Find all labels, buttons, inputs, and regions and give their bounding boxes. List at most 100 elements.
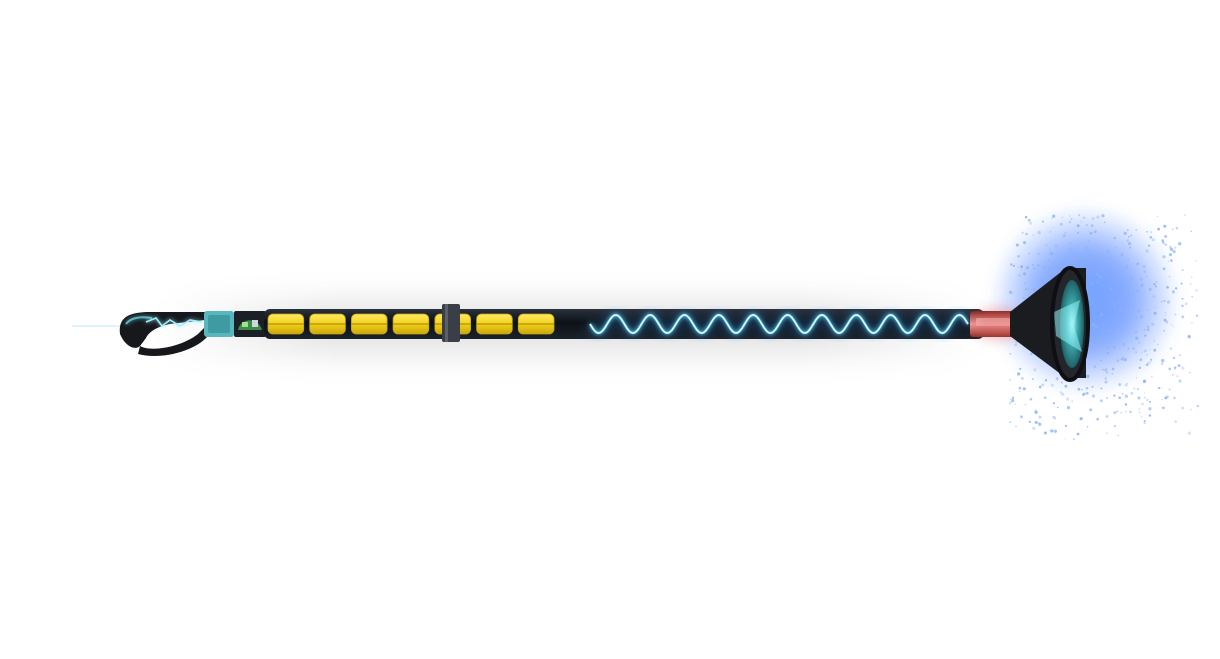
particle — [1050, 429, 1054, 433]
particle — [1129, 312, 1132, 314]
particle — [1031, 378, 1034, 381]
particle — [1059, 264, 1062, 266]
particle — [1164, 314, 1166, 317]
particle — [1054, 418, 1057, 420]
particle — [1015, 425, 1017, 428]
particle — [1041, 383, 1045, 387]
particle — [1150, 358, 1153, 361]
particle — [1064, 424, 1068, 428]
particle — [1168, 275, 1171, 278]
particle — [1030, 352, 1033, 356]
particle — [1070, 218, 1073, 220]
particle — [1142, 265, 1146, 268]
particle — [1018, 386, 1022, 390]
particle — [1172, 325, 1175, 328]
particle — [1022, 387, 1026, 391]
particle — [1144, 334, 1147, 337]
particle — [1120, 411, 1122, 414]
particle — [1094, 325, 1098, 329]
particle — [1059, 391, 1062, 394]
particle — [1164, 236, 1166, 238]
particle — [1140, 277, 1143, 281]
particle — [1085, 224, 1088, 227]
particle — [1047, 259, 1050, 263]
particle — [1041, 267, 1044, 270]
particle — [1191, 276, 1193, 278]
particle — [1069, 241, 1072, 245]
particle — [1129, 410, 1132, 414]
particle — [1148, 407, 1152, 411]
particle — [1050, 274, 1053, 277]
particle — [1161, 398, 1163, 401]
particle — [1109, 257, 1113, 261]
particle — [1116, 359, 1120, 363]
particle — [1015, 340, 1018, 344]
particle — [1093, 365, 1096, 368]
particle — [1017, 255, 1020, 258]
particle — [1021, 377, 1024, 380]
particle — [1046, 275, 1050, 279]
particle — [1105, 415, 1109, 418]
particle — [1181, 366, 1185, 370]
particle — [1012, 292, 1014, 294]
particle — [1165, 320, 1169, 324]
particle — [1010, 398, 1012, 401]
particle — [1049, 248, 1052, 251]
particle — [1106, 346, 1109, 350]
particle — [1021, 231, 1024, 234]
particle — [1020, 269, 1022, 271]
particle — [1085, 391, 1089, 395]
particle — [1098, 269, 1101, 272]
battery-cell-seam — [268, 323, 304, 325]
particle — [1024, 403, 1027, 406]
particle — [1068, 220, 1072, 224]
particle — [1151, 322, 1155, 326]
particle — [1148, 288, 1152, 291]
battery-cell-seam — [309, 323, 346, 325]
particle — [1024, 282, 1027, 285]
particle — [1100, 256, 1103, 259]
particle — [1018, 274, 1021, 277]
particle — [1068, 247, 1072, 251]
particle — [1100, 387, 1103, 390]
particle — [1066, 406, 1071, 410]
particle — [1127, 235, 1130, 238]
particle — [1050, 383, 1054, 387]
particle — [1145, 275, 1147, 278]
particle — [1072, 437, 1076, 441]
particle — [1176, 375, 1179, 378]
particle — [1157, 343, 1159, 346]
particle — [1117, 356, 1120, 359]
particle — [1091, 322, 1095, 327]
particle — [1082, 392, 1086, 396]
particle — [1191, 296, 1193, 298]
particle — [1118, 396, 1121, 399]
particle — [1126, 229, 1129, 232]
particle — [1155, 281, 1158, 283]
particle — [1008, 290, 1013, 294]
particle — [1181, 304, 1184, 308]
particle — [1181, 315, 1185, 319]
particle — [1052, 226, 1054, 229]
particle — [1085, 386, 1089, 390]
particle — [1181, 268, 1184, 272]
particle — [1017, 266, 1019, 269]
particle — [1070, 260, 1074, 263]
particle — [1091, 394, 1096, 398]
particle — [1143, 270, 1146, 273]
particle — [1113, 411, 1117, 415]
particle — [1168, 388, 1171, 391]
particle — [1190, 230, 1192, 232]
particle — [1136, 377, 1138, 379]
particle — [1173, 396, 1176, 400]
particle — [1153, 282, 1156, 286]
battery-pack — [267, 313, 555, 335]
particle — [1146, 354, 1148, 356]
particle — [1054, 244, 1058, 248]
particle — [1156, 215, 1159, 218]
particle — [1028, 252, 1031, 255]
particle — [1125, 264, 1128, 267]
particle — [1123, 231, 1127, 236]
particle — [1132, 347, 1136, 351]
